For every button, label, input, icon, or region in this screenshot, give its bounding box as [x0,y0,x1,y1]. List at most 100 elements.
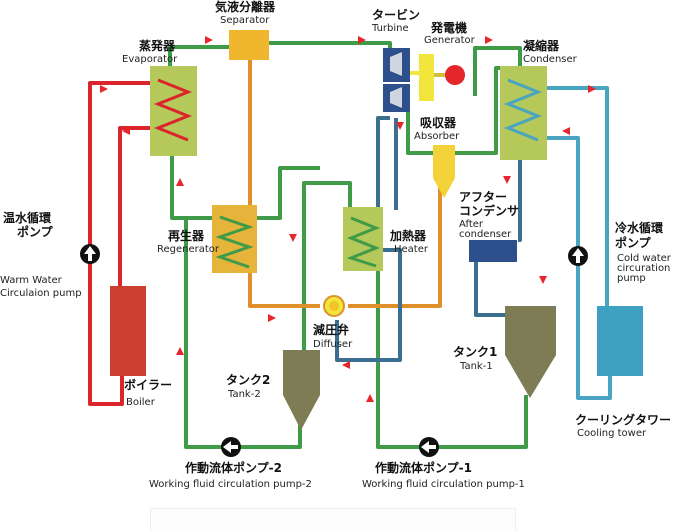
cold-water-loop [546,86,612,400]
warm-water-pump-label-jp-1: 温水循環 [3,211,52,225]
cold-water-pump [568,246,588,266]
condenser [500,66,547,160]
generator [419,54,465,101]
boiler-label-en: Boiler [126,397,155,408]
regenerator-label-jp: 再生器 [168,229,205,243]
condenser-coil [503,78,543,142]
regenerator [212,205,257,273]
tank2-label-jp: タンク2 [226,373,271,387]
turbine-shaft [410,71,420,75]
working-fluid-pipe [376,116,390,213]
generator-label-jp: 発電機 [431,21,468,35]
pump1-label-jp: 作動流体ポンプ-1 [375,461,472,475]
flow-arrow-right-icon [588,85,596,93]
working-fluid-pipe [406,110,440,155]
diffuser-valve-core [329,301,339,311]
footer-frame [150,508,516,531]
cooling-tower-label-jp: クーリングタワー [575,413,672,427]
turbine-blade-upper [390,52,402,76]
return-lines [335,160,522,362]
flow-arrow-left-icon [342,361,350,369]
heater [343,207,383,271]
pump1-label-en: Working fluid circulation pump-1 [362,479,525,490]
cold-water-pump-label-en-1: Cold water [617,253,671,264]
heater-coil [346,216,381,268]
cold-water-pump-label-en-2: circuration [617,263,671,274]
after-condenser-vessel [469,240,517,262]
working-fluid-pipe [256,166,320,220]
boiler-label-jp: ボイラー [124,378,173,392]
flow-arrow-down-icon [396,122,404,130]
working-fluid-pipe [170,156,212,220]
turbine-label-en: Turbine [372,23,409,34]
turbine [383,48,420,112]
diffuser-label-en: Diffuser [313,339,353,350]
cold-water-pump-label-jp-1: 冷水循環 [615,221,664,235]
working-fluid-pump-2 [221,437,241,457]
tank1-label-jp: タンク1 [453,345,498,359]
vapor-pipe [348,175,442,308]
condenser-label-jp: 凝縮器 [523,39,560,53]
diffuser-label-jp: 減圧弁 [313,323,350,337]
working-fluid-pipe [302,181,352,350]
regenerator-label-en: Regenerator [157,244,220,255]
working-fluid-pipe [184,216,222,449]
cold-water-pump-label-en-3: pump [617,273,646,284]
tank2-vessel [283,350,320,430]
vapor-lines [248,60,442,308]
tank1-label-en: Tank-1 [460,361,493,372]
hot-water-pipe [88,81,150,406]
turbine-label-jp: タービン [372,8,421,22]
up-arrow-icon [572,248,584,263]
absorber-label-en: Absorber [414,131,460,142]
flow-arrow-right-icon [358,36,366,44]
generator-body [419,54,434,101]
working-fluid-pump-1 [419,437,439,457]
working-fluid-pipe [240,425,302,449]
pump2-label-en: Working fluid circulation pump-2 [149,479,312,490]
after-condenser-label-en-2: condenser [459,229,512,240]
flow-arrow-up-icon [366,394,374,402]
flow-arrow-right-icon [485,36,493,44]
cooling-tower-unit [597,306,643,376]
absorber-label-jp: 吸収器 [420,116,457,130]
tank1-vessel [505,306,556,398]
evaporator-coil [153,78,193,142]
evaporator-label-jp: 蒸発器 [139,39,176,53]
generator-shaft [434,73,446,77]
after-condenser-label-en-1: After [459,219,484,230]
warm-water-pump [80,244,100,264]
pump2-label-jp: 作動流体ポンプ-2 [185,461,282,475]
up-arrow-icon [84,246,96,261]
absorber-vessel [433,145,455,198]
evaporator-label-en: Evaporator [122,54,178,65]
working-fluid-pipe [452,66,500,155]
heater-label-en: Heater [394,244,428,255]
warm-water-pump-label-en-1: Warm Water [0,275,62,286]
left-arrow-icon [223,441,238,453]
cold-water-pipe [546,136,612,400]
flow-arrow-right-icon [205,36,213,44]
working-fluid-pipe [438,395,528,449]
flow-arrow-left-icon [562,127,570,135]
boiler-unit [110,286,146,376]
warm-water-pump-label-jp-2: ポンプ [17,225,53,239]
after-condenser-label-jp-2: コンデンサ [459,204,520,218]
warm-water-pump-label-en-2: Circulaion pump [0,288,82,299]
separator-label-en: Separator [220,15,270,26]
generator-indicator [445,65,465,85]
vapor-pipe [248,60,320,308]
working-fluid-pipe [473,46,522,96]
flow-arrow-right-icon [268,314,276,322]
left-arrow-icon [421,441,436,453]
evaporator [150,66,197,156]
generator-label-en: Generator [424,35,475,46]
return-pipe [474,262,506,317]
cooling-tower-label-en: Cooling tower [577,428,647,439]
condenser-label-en: Condenser [523,54,577,65]
flow-arrow-up-icon [176,347,184,355]
regenerator-coil [215,215,254,269]
tank2-label-en: Tank-2 [228,389,261,400]
flow-arrow-right-icon [100,85,108,93]
